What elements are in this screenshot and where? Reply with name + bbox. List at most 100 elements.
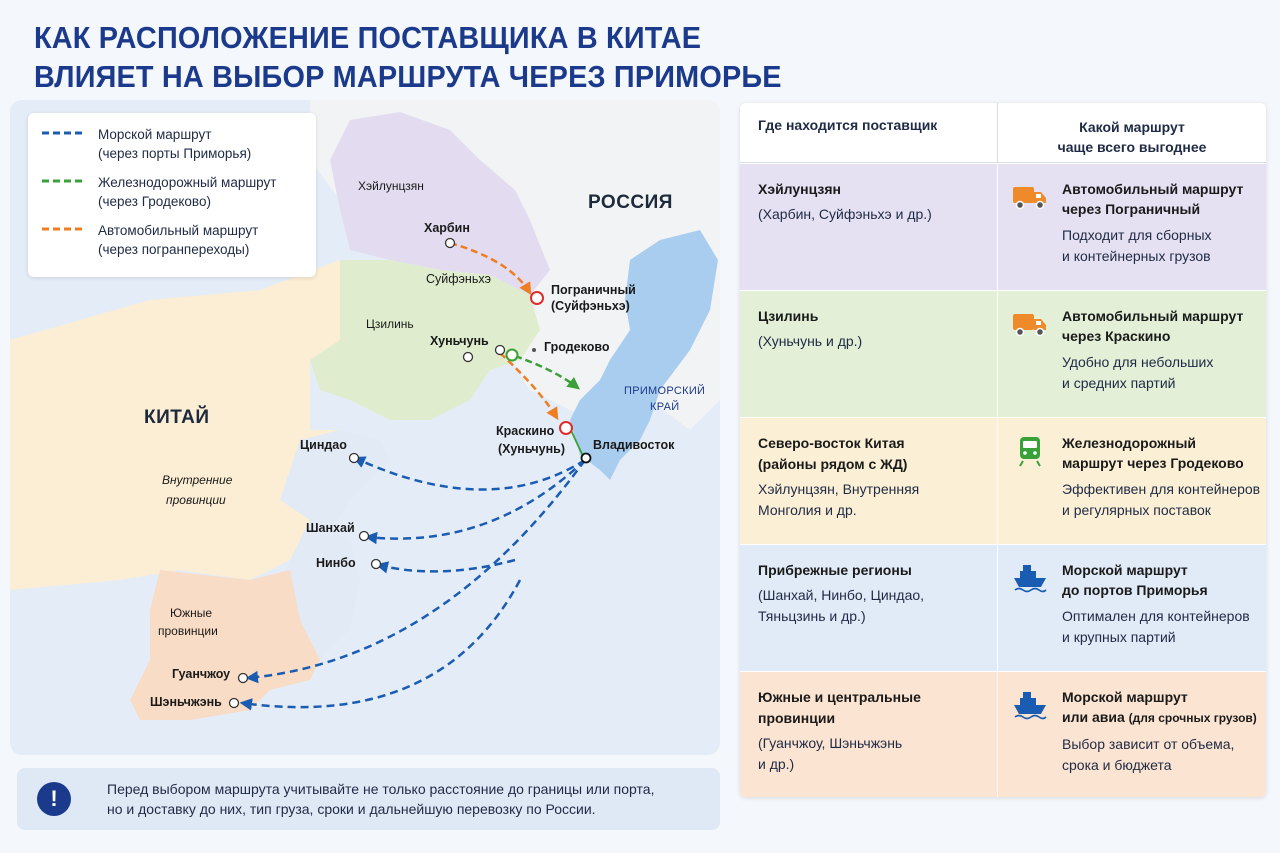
label-ningbo: Нинбо	[316, 556, 356, 570]
route-description: Удобно для небольших	[1062, 354, 1214, 370]
label-shenzhen: Шэньчжэнь	[150, 695, 222, 709]
label-inner-2: провинции	[166, 493, 226, 507]
info-note: ! Перед выбором маршрута учитывайте не т…	[17, 768, 720, 830]
route-title: маршрут через Гродеково	[1062, 453, 1260, 473]
table-row: Цзилинь(Хуньчунь и др.) Автомобильный мар…	[740, 290, 1266, 417]
region-jilin	[310, 260, 540, 420]
route-description: и крупных партий	[1062, 629, 1176, 645]
region-south	[130, 570, 320, 720]
route-title-text: Железнодорожный	[1062, 435, 1197, 451]
route-title-text: или авиа	[1062, 709, 1125, 725]
route-title: Автомобильный маршрут	[1062, 306, 1243, 326]
sea-route-guangzhou	[245, 459, 587, 684]
route-title-text: Автомобильный маршрут	[1062, 181, 1244, 197]
legend-text-sea: Морской маршрут(через порты Приморья)	[98, 125, 251, 163]
region-heilongjiang	[330, 112, 550, 295]
supplier-details: (Гуанчжоу, Шэньчжэнь	[758, 735, 903, 751]
label-south-2: провинции	[158, 624, 218, 638]
legend-line1: Автомобильный маршрут	[98, 223, 259, 238]
crossing-dot-pogranichny	[530, 291, 544, 305]
info-note-line-1: Перед выбором маршрута учитывайте не тол…	[107, 781, 655, 797]
route-title: Морской маршрут	[1062, 687, 1257, 707]
label-inner-1: Внутренние	[162, 473, 233, 487]
auto-route-pogranichny	[449, 241, 532, 296]
supplier-details: и др.)	[758, 756, 795, 772]
sea-route-ningbo	[375, 558, 516, 574]
legend-item-rail: Железнодорожный маршрут(через Гродеково)	[40, 173, 304, 211]
ship-icon	[1012, 562, 1048, 594]
label-suifenhe: Суйфэньхэ	[426, 272, 491, 286]
page-title-line-1: КАК РАСПОЛОЖЕНИЕ ПОСТАВЩИКА В КИТАЕ	[34, 20, 702, 55]
label-vladivostok: Владивосток	[593, 438, 675, 452]
label-grodekovo: Гродеково	[544, 340, 610, 354]
sea-route-qingdao	[352, 456, 586, 491]
label-pogranichny-1: Пограничный	[551, 283, 636, 297]
city-dot-shenzhen	[228, 697, 240, 709]
route-title: через Пограничный	[1062, 199, 1243, 219]
route-title-text: Морской маршрут	[1062, 689, 1188, 705]
city-dot-ningbo	[370, 558, 382, 570]
table-header: Где находится поставщик Какой маршрут ча…	[740, 103, 1266, 163]
page-title: КАК РАСПОЛОЖЕНИЕ ПОСТАВЩИКА В КИТАЕ ВЛИЯ…	[34, 18, 782, 96]
page-title-line-2: ВЛИЯЕТ НА ВЫБОР МАРШРУТА ЧЕРЕЗ ПРИМОРЬЕ	[34, 59, 782, 94]
supplier-cell: Северо-восток Китая(районы рядом с ЖД)Хэ…	[740, 418, 998, 544]
label-harbin: Харбин	[424, 221, 470, 235]
route-title-text: через Пограничный	[1062, 201, 1201, 217]
city-dot-vladivostok	[580, 452, 592, 464]
label-qingdao: Циндао	[300, 438, 347, 452]
supplier-region: Южные и центральные	[758, 689, 921, 705]
legend-line-sea-icon	[40, 126, 86, 140]
map-canvas	[10, 100, 720, 755]
label-china: КИТАЙ	[144, 407, 210, 428]
supplier-region: (районы рядом с ЖД)	[758, 456, 908, 472]
supplier-region: провинции	[758, 710, 836, 726]
label-pogranichny-2: (Суйфэньхэ)	[551, 299, 630, 313]
region-inner-provinces	[10, 260, 350, 590]
supplier-cell: Цзилинь(Хуньчунь и др.)	[740, 291, 998, 417]
route-title-text: через Краскино	[1062, 328, 1171, 344]
label-krai-1: ПРИМОРСКИЙ	[624, 385, 706, 397]
supplier-details: (Шанхай, Нинбо, Циндао,	[758, 587, 925, 603]
route-title-text: до портов Приморья	[1062, 582, 1208, 598]
table-row: Прибрежные регионы (Шанхай, Нинбо, Циндао…	[740, 544, 1266, 671]
supplier-details: Монголия и др.	[758, 502, 857, 518]
label-russia: РОССИЯ	[588, 192, 673, 213]
route-title-text: Морской маршрут	[1062, 562, 1188, 578]
truck-icon	[1012, 181, 1048, 213]
supplier-cell: Хэйлунцзян(Харбин, Суйфэньхэ и др.)	[740, 164, 998, 290]
supplier-details: (Харбин, Суйфэньхэ и др.)	[758, 206, 932, 222]
city-dot-hunchun-2	[462, 351, 474, 363]
route-title-text: маршрут через Гродеково	[1062, 455, 1244, 471]
route-title: Морской маршрут	[1062, 560, 1250, 580]
supplier-region: Прибрежные регионы	[758, 562, 912, 578]
supplier-cell: Южные и центральные провинции (Гуанчжоу, Ш…	[740, 672, 998, 797]
label-guangzhou: Гуанчжоу	[172, 667, 231, 681]
auto-route-kraskino	[499, 352, 559, 421]
legend-line2: (через Гродеково)	[98, 194, 211, 209]
city-dot-shanghai	[358, 530, 370, 542]
city-dot-qingdao	[348, 452, 360, 464]
supplier-details: (Хуньчунь и др.)	[758, 333, 863, 349]
city-dot-harbin	[444, 237, 456, 249]
sea-route-shanghai	[364, 459, 586, 545]
train-icon	[1012, 435, 1048, 467]
supplier-details: Тяньцзинь и др.)	[758, 608, 866, 624]
info-exclamation-icon: !	[37, 782, 71, 816]
table-row: Хэйлунцзян(Харбин, Суйфэньхэ и др.) Автом…	[740, 163, 1266, 290]
label-kraskino-2: (Хуньчунь)	[498, 442, 566, 456]
legend-line1: Морской маршрут	[98, 127, 212, 142]
route-title: через Краскино	[1062, 326, 1243, 346]
header-best-route-line-1: Какой маршрут	[1079, 119, 1185, 135]
city-dot-guangzhou	[237, 672, 249, 684]
label-shanghai: Шанхай	[306, 521, 355, 535]
legend-item-auto: Автомобильный маршрут(через погранперехо…	[40, 221, 304, 259]
table-row: Северо-восток Китая(районы рядом с ЖД)Хэ…	[740, 417, 1266, 544]
